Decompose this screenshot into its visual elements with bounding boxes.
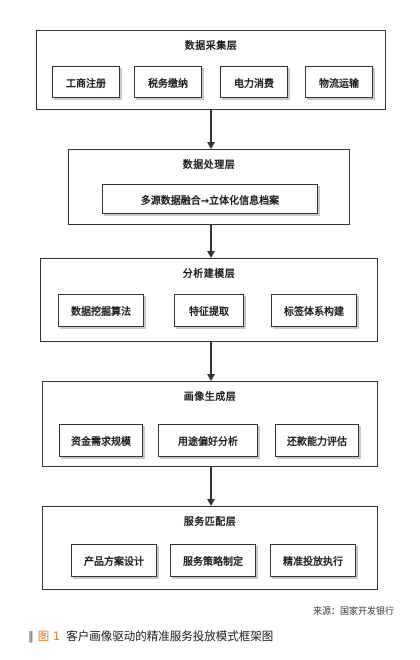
caption-text: 客户画像驱动的精准服务投放模式框架图 [66,629,274,643]
item-box: 用途偏好分析 [158,424,258,457]
item-box: 标签体系构建 [271,294,357,327]
item-box: 税务缴纳 [134,66,202,98]
item-box: 多源数据融合→立体化信息档案 [102,184,318,214]
layer-data-collection: 数据采集层 工商注册 税务缴纳 电力消费 物流运输 [36,30,386,110]
item-box: 产品方案设计 [71,544,157,577]
source-note: 来源：国家开发银行 [312,607,394,617]
item-box: 电力消费 [220,66,288,98]
item-box: 特征提取 [174,294,244,327]
layer-service-matching: 服务匹配层 产品方案设计 服务策略制定 精准投放执行 [42,506,378,590]
layer-title: 画像生成层 [183,392,237,403]
caption-mark: ‖ [28,629,34,643]
layer-title: 服务匹配层 [183,517,237,528]
layer-analysis-modeling: 分析建模层 数据挖掘算法 特征提取 标签体系构建 [40,258,378,342]
item-box: 还款能力评估 [275,424,359,457]
figure-caption: ‖图 1 客户画像驱动的精准服务投放模式框架图 [28,628,273,644]
item-box: 精准投放执行 [270,544,356,577]
item-box: 服务策略制定 [170,544,256,577]
layer-title: 数据处理层 [182,160,236,171]
layer-title: 分析建模层 [182,269,236,280]
figure-label: 图 1 [37,629,61,643]
item-box: 数据挖掘算法 [58,294,144,327]
item-box: 资金需求规模 [59,424,143,457]
item-box: 工商注册 [52,66,120,98]
item-box: 物流运输 [305,66,373,98]
layer-title: 数据采集层 [184,41,238,52]
layer-profile-generation: 画像生成层 资金需求规模 用途偏好分析 还款能力评估 [42,381,378,467]
layer-data-processing: 数据处理层 多源数据融合→立体化信息档案 [68,149,350,225]
